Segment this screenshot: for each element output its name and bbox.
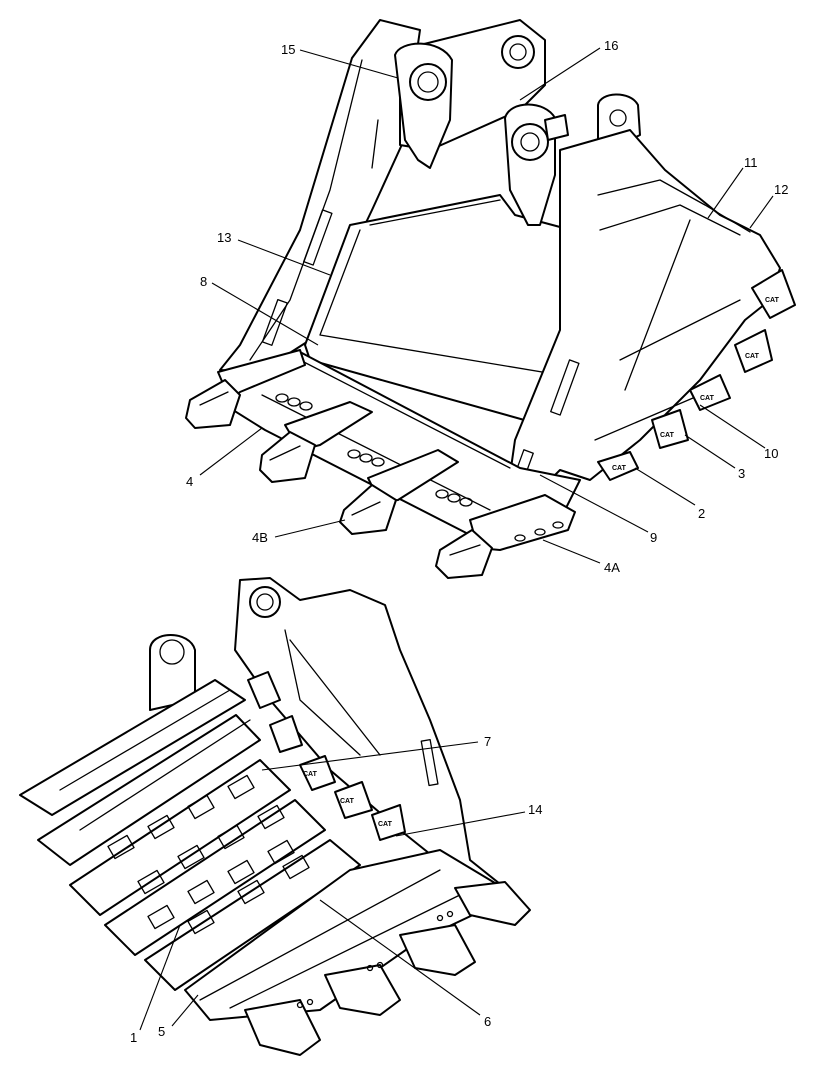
floor-plate bbox=[184, 849, 516, 1021]
callout-9: 9 bbox=[650, 530, 657, 545]
callout-15: 15 bbox=[281, 42, 295, 57]
cat-logo: CAT bbox=[378, 821, 393, 828]
bottom-teeth bbox=[244, 881, 531, 1056]
retainer-pins bbox=[275, 393, 473, 507]
pin-boss-16 bbox=[511, 123, 549, 161]
tooth-4A-corner bbox=[435, 494, 576, 579]
callout-14: 14 bbox=[528, 802, 542, 817]
tooth-3 bbox=[339, 449, 459, 535]
tooth-2 bbox=[259, 401, 373, 483]
bottom-side-protectors: CAT CAT CAT bbox=[247, 671, 406, 841]
leader-lines bbox=[139, 47, 774, 1031]
callout-2: 2 bbox=[698, 506, 705, 521]
link-lug-15 bbox=[394, 42, 453, 169]
callout-4B: 4B bbox=[252, 530, 268, 545]
callout-labels: 15 16 11 12 13 8 4 4B 4A 9 2 3 10 7 14 6… bbox=[130, 38, 788, 1045]
cat-logo: CAT bbox=[700, 395, 715, 402]
tooth-1 bbox=[185, 349, 306, 429]
cat-logo: CAT bbox=[660, 432, 675, 439]
callout-12: 12 bbox=[774, 182, 788, 197]
callout-11: 11 bbox=[744, 155, 758, 170]
top-bucket-illustration: CAT CAT CAT CAT CAT bbox=[185, 19, 796, 579]
callout-8: 8 bbox=[200, 274, 207, 289]
pin-boss-15 bbox=[409, 63, 447, 101]
cat-logo: CAT bbox=[612, 465, 627, 472]
callout-4: 4 bbox=[186, 474, 193, 489]
callout-6: 6 bbox=[484, 1014, 491, 1029]
cat-logo: CAT bbox=[745, 353, 760, 360]
wear-strips bbox=[19, 679, 361, 991]
side-protectors: CAT CAT CAT CAT CAT bbox=[597, 269, 796, 481]
callout-10: 10 bbox=[764, 446, 778, 461]
callout-4A: 4A bbox=[604, 560, 620, 575]
wear-buttons bbox=[107, 774, 310, 935]
callout-5: 5 bbox=[158, 1024, 165, 1039]
callout-16: 16 bbox=[604, 38, 618, 53]
callout-13: 13 bbox=[217, 230, 231, 245]
bottom-bucket-illustration: CAT CAT CAT bbox=[19, 577, 531, 1056]
cat-logo: CAT bbox=[340, 798, 355, 805]
cat-logo: CAT bbox=[765, 297, 780, 304]
pin-boss-rear bbox=[501, 35, 535, 69]
cat-logo: CAT bbox=[303, 771, 318, 778]
callout-3: 3 bbox=[738, 466, 745, 481]
callout-1: 1 bbox=[130, 1030, 137, 1045]
callout-7: 7 bbox=[484, 734, 491, 749]
